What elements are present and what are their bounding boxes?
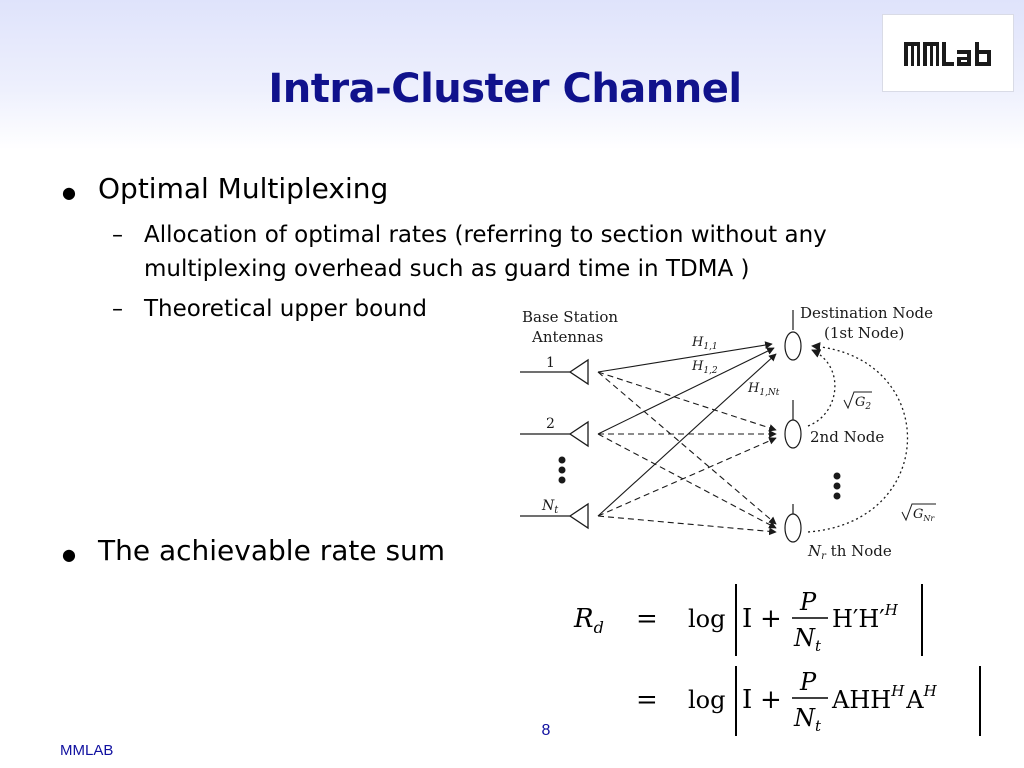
h1nt-label: H1,Nt [747,381,780,398]
destination-node-nr [784,504,802,543]
log-operator: log [688,605,726,633]
svg-text:G2: G2 [855,395,871,412]
equals-sign: = [636,604,658,634]
dash-marker: – [112,297,123,322]
h11-label: H1,1 [691,335,718,352]
power-symbol: P [799,588,817,616]
mmlab-logo-mark [904,42,991,66]
dashed-channel-links [597,371,777,536]
gnr-feedback-arc [807,342,909,533]
equation-line-1: Rd = log I + P Nt H′H′H [573,584,923,656]
h-prime-matrix: H′H′H [832,601,899,633]
sub-bullet-text: Theoretical upper bound [144,296,427,322]
plus-sign: + [760,685,782,715]
h12-label: H1,2 [691,359,718,376]
sub-bullet-item: – Allocation of optimal rates (referring… [0,218,914,286]
plus-sign: + [760,604,782,634]
bullet-item: ● The achievable rate sum [0,534,445,567]
equals-sign: = [636,685,658,715]
antenna-nt [520,502,589,530]
log-operator: log [688,686,726,714]
svg-text:GNr: GNr [913,507,935,523]
dots-vertical-icon [558,456,566,484]
bullet-text: The achievable rate sum [98,534,446,567]
bullet-item: ● Optimal Multiplexing [0,172,388,205]
sub-bullet-item: – Theoretical upper bound [0,292,504,326]
dash-marker: – [112,223,123,248]
dots-vertical-icon [833,472,841,500]
rate-sum-equation: Rd = log I + P Nt H′H′H = log I + P Nt A… [573,584,981,736]
bullet-text: Optimal Multiplexing [98,172,389,205]
solid-channel-links [597,341,777,517]
identity-matrix: I [742,685,752,715]
identity-matrix: I [742,604,752,634]
ahha-matrix: AHHHAH [831,682,938,714]
antenna-1-label: 1 [546,355,555,371]
destination-node-1 [784,310,802,361]
mmlab-logo [882,14,1014,92]
page-number: 8 [541,722,551,739]
nt-symbol: Nt [793,624,822,655]
antenna-1 [520,358,589,386]
antenna-2-label: 2 [546,416,555,432]
bullet-marker: ● [62,545,76,564]
slide-title: Intra-Cluster Channel [268,66,742,112]
destination-node-label: Destination Node [800,304,933,322]
base-station-label: Base Station [522,308,618,326]
destination-node-2 [784,400,802,449]
channel-diagram: Base Station Antennas 1 2 Nt Destination… [520,304,936,562]
equation-line-2: = log I + P Nt AHHHAH [636,666,981,736]
sub-bullet-text: Allocation of optimal rates (referring t… [144,222,827,282]
antennas-label: Antennas [531,328,603,346]
rd-symbol: Rd [573,604,604,637]
power-symbol: P [799,668,817,696]
antenna-2 [520,420,589,448]
sqrt-g2-label: G2 [843,391,872,412]
nr-node-label: Nr th Node [807,542,892,562]
first-node-label: (1st Node) [824,324,904,342]
antenna-nt-label: Nt [541,498,559,516]
second-node-label: 2nd Node [810,428,884,446]
g2-feedback-arc [807,349,836,427]
bullet-marker: ● [62,183,76,202]
footer-label: MMLAB [60,742,114,759]
nt-symbol: Nt [793,704,822,735]
sqrt-gnr-label: GNr [901,503,936,523]
